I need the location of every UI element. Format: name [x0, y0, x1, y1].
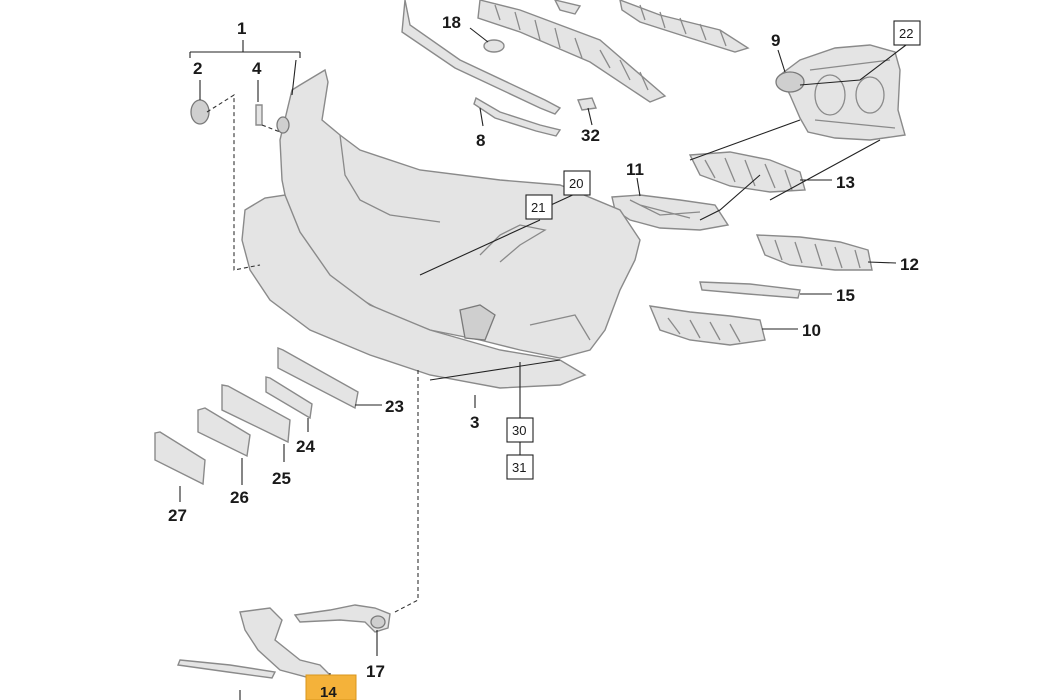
clip-18 [483, 39, 505, 53]
boxed-label-20: 20 [563, 170, 591, 196]
boxed-label-30: 30 [506, 417, 534, 443]
plate-23 [277, 346, 359, 410]
upper-grille [477, 0, 750, 103]
svg-text:30: 30 [512, 423, 526, 438]
strip-15 [699, 281, 801, 299]
label-13: 13 [836, 173, 855, 192]
highlighted-label-14: 14 [305, 674, 357, 700]
boxed-label-22: 22 [893, 20, 921, 46]
grille-trim-strip [401, 0, 562, 115]
label-17: 17 [366, 662, 385, 681]
lower-trim-strip-8 [473, 96, 562, 137]
duct-13 [688, 151, 806, 193]
clip-2 [190, 99, 210, 125]
bracket-9 [775, 44, 906, 141]
lower-bumper-3 [241, 194, 587, 389]
plate-27 [154, 431, 206, 486]
label-12: 12 [900, 255, 919, 274]
label-32: 32 [581, 126, 600, 145]
svg-text:20: 20 [569, 176, 583, 191]
boxed-label-21: 21 [525, 194, 553, 220]
label-27: 27 [168, 506, 187, 525]
label-2: 2 [193, 59, 202, 78]
strip-16 [177, 659, 277, 679]
part-labels: 1 2 4 18 8 32 9 11 13 12 15 10 23 3 24 2… [168, 13, 919, 681]
svg-text:22: 22 [899, 26, 913, 41]
label-24: 24 [296, 437, 315, 456]
svg-text:14: 14 [320, 684, 337, 700]
trim-17 [293, 604, 391, 633]
bumper-cover [276, 68, 641, 359]
label-4: 4 [252, 59, 262, 78]
label-15: 15 [836, 286, 855, 305]
boxed-labels: 22 20 21 30 31 [506, 20, 921, 480]
duct-12 [755, 234, 873, 271]
label-10: 10 [802, 321, 821, 340]
boxed-label-31: 31 [506, 454, 534, 480]
pin-4 [255, 104, 263, 126]
leader-lines [179, 27, 907, 700]
plate-24 [265, 376, 313, 420]
svg-text:31: 31 [512, 460, 526, 475]
label-11: 11 [626, 160, 644, 179]
label-9: 9 [771, 31, 780, 50]
svg-text:21: 21 [531, 200, 545, 215]
plate-26 [197, 407, 251, 458]
label-23: 23 [385, 397, 404, 416]
deflector-14 [239, 607, 332, 679]
label-18: 18 [442, 13, 461, 32]
clip-32 [577, 97, 597, 111]
duct-10 [648, 305, 766, 346]
label-25: 25 [272, 469, 291, 488]
label-26: 26 [230, 488, 249, 507]
label-1: 1 [237, 19, 246, 38]
label-8: 8 [476, 131, 485, 150]
label-3: 3 [470, 413, 479, 432]
plate-25 [221, 384, 291, 444]
